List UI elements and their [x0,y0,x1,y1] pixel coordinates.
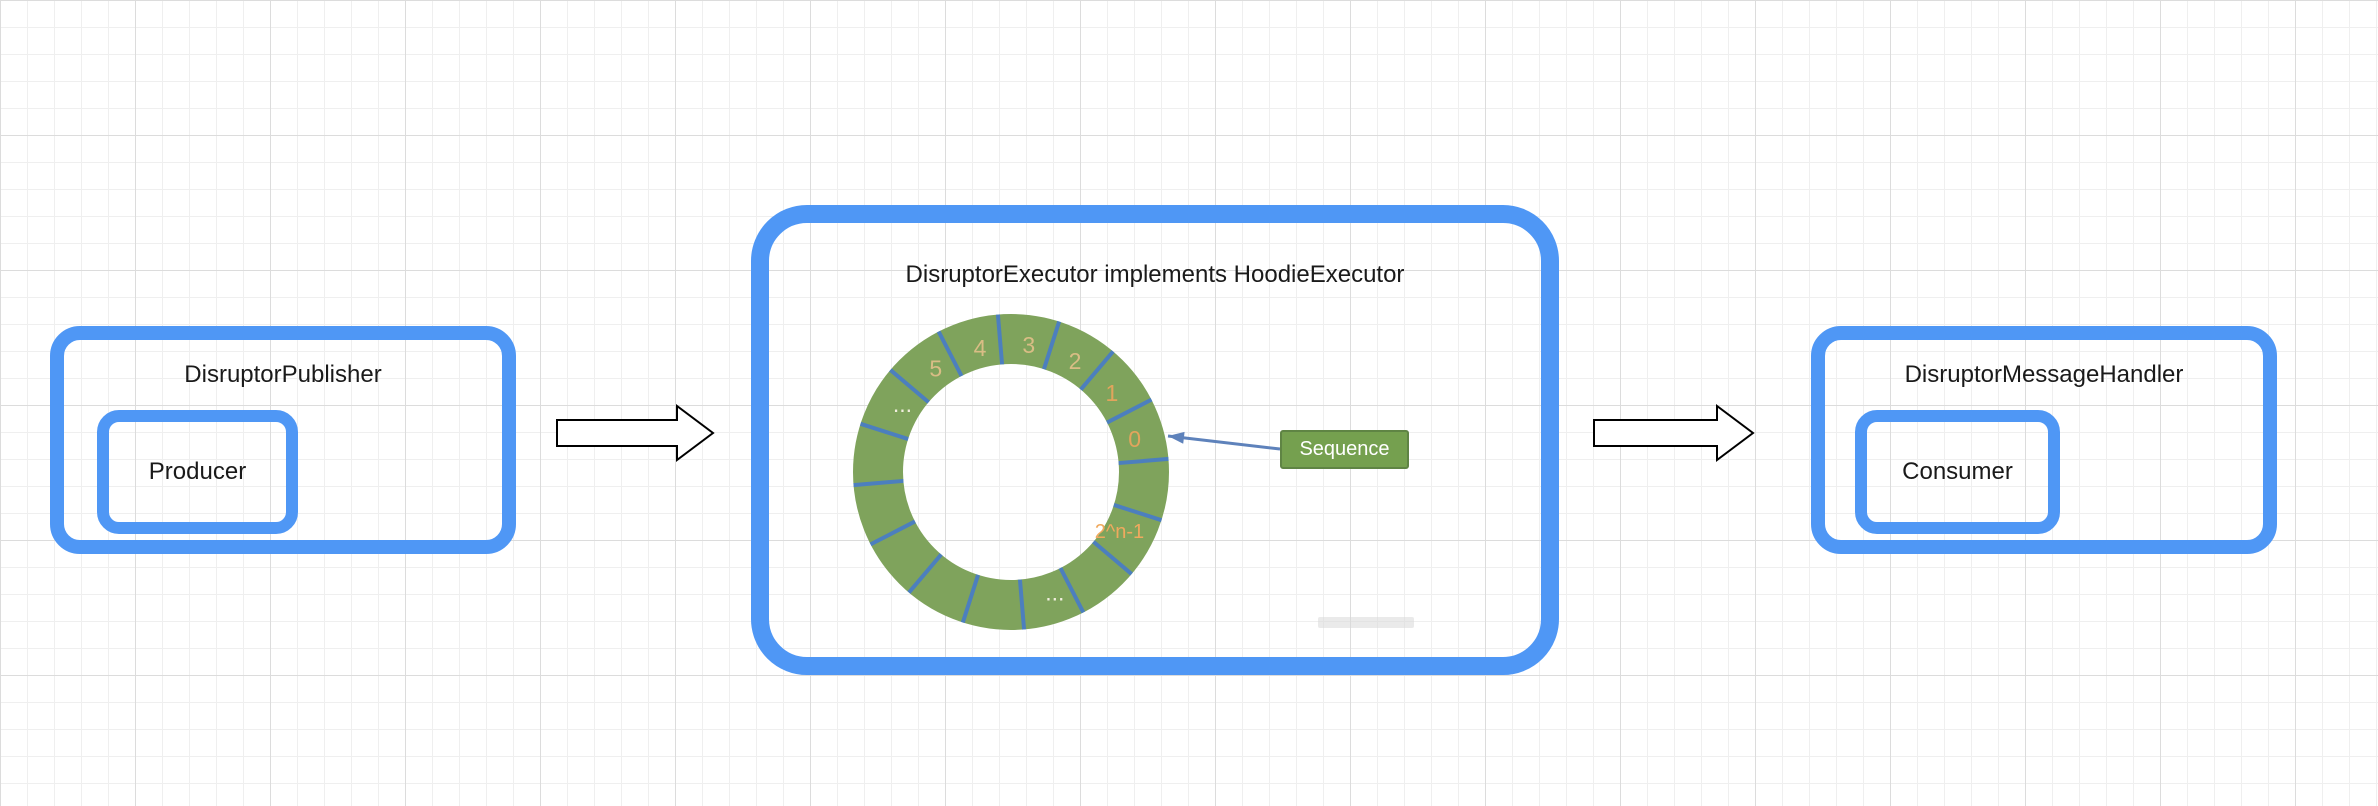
arrow-right-icon [556,404,715,462]
consumer-label: Consumer [1902,458,2013,485]
sequence-pointer-line [1167,434,1281,451]
ring-slot-label: ... [893,391,912,417]
ring-slot-label: 5 [929,355,942,381]
ring-slot-label: 0 [1128,426,1141,452]
ring-slot-divider [995,314,1005,365]
consumer-box: Consumer [1855,410,2060,534]
ring-slot-divider [1092,540,1133,576]
ring-slot-divider [1113,503,1163,523]
ring-slot-label: 2^n-1 [1095,521,1144,543]
ring-buffer-svg: 5 4 3 210...... 2^n-1 [853,314,1281,630]
sequence-box: Sequence [1280,430,1409,469]
ring-slot-label: 3 [1022,332,1035,358]
ring-slot-label: 4 [974,335,987,361]
ring-buffer-donut [853,314,1169,630]
handler-title: DisruptorMessageHandler [1904,361,2184,388]
ring-slot-label: ... [1045,579,1064,605]
ring-slot-divider [960,574,980,624]
sequence-label: Sequence [1299,438,1390,460]
ring-slot-divider [889,368,930,404]
ring-slot-divider [1079,350,1115,391]
executor-title: DisruptorExecutor implements HoodieExecu… [905,261,1405,288]
ring-slot-divider [1118,456,1169,466]
ring-slot-divider [1017,579,1027,630]
ring-slot-label: 2 [1069,348,1082,374]
ring-slot-divider [936,330,964,377]
producer-label: Producer [148,458,247,485]
ring-slot-divider [1058,567,1086,614]
producer-box: Producer [97,410,298,534]
ring-slot-divider [869,519,916,547]
ring-slot-label: 1 [1105,380,1118,406]
ring-slot-divider [1042,320,1062,370]
ring-slot-divider [1106,397,1153,425]
publisher-title: DisruptorPublisher [184,361,382,388]
ring-slot-divider [853,478,904,488]
executor-box: DisruptorExecutor implements HoodieExecu… [751,205,1559,675]
arrow-right-icon [1593,404,1755,462]
handler-box: DisruptorMessageHandler Consumer [1811,326,2277,554]
publisher-box: DisruptorPublisher Producer [50,326,516,554]
sequence-pointer-arrowhead-icon [1168,431,1185,444]
ring-slot-divider [859,421,909,441]
ring-slot-divider [907,553,943,594]
watermark [1318,617,1414,628]
